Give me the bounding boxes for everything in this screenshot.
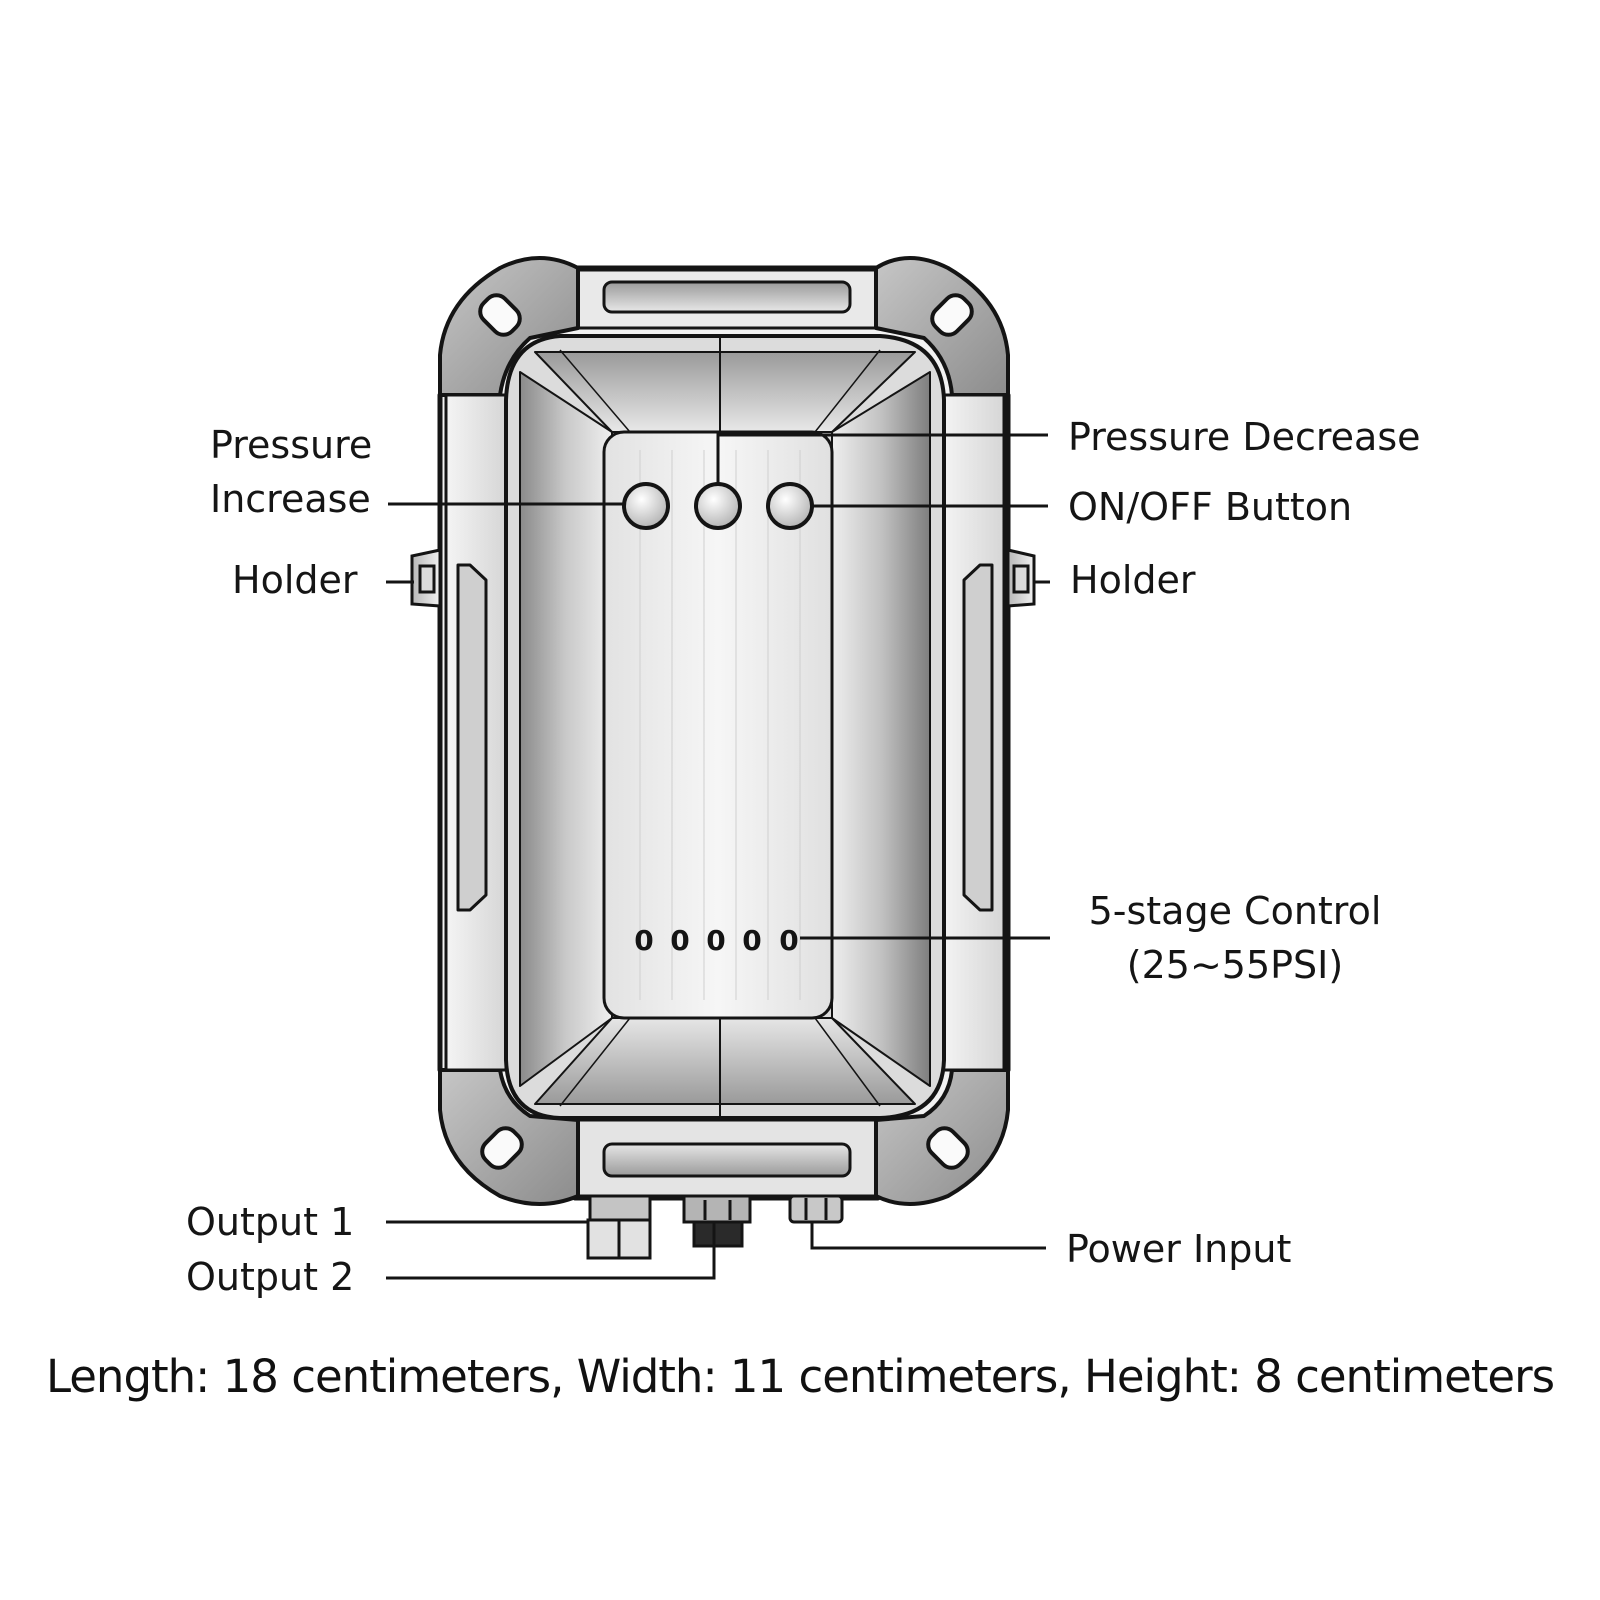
label-pressure-increase-line2: Increase xyxy=(210,477,371,521)
label-pressure-decrease: Pressure Decrease xyxy=(1068,415,1421,459)
corner-slot-br xyxy=(926,1126,970,1170)
bottom-strap-slot xyxy=(602,1142,852,1178)
left-grip xyxy=(456,563,488,912)
output-2-connector xyxy=(682,1194,752,1248)
right-grip xyxy=(962,563,994,912)
housing xyxy=(437,256,1011,1206)
stage-indicator-2: 0 xyxy=(670,924,689,957)
label-stage-control: 5-stage Control (25~55PSI) xyxy=(1070,884,1400,992)
panel-brushed-texture xyxy=(639,450,801,1000)
leader-output-2 xyxy=(386,1222,716,1280)
stage-indicator-row: 0 0 0 0 0 xyxy=(634,924,798,957)
holder-left xyxy=(410,548,442,608)
corner-slot-tr xyxy=(930,293,974,337)
stage-indicator-5: 0 xyxy=(779,924,798,957)
stage-indicator-1: 0 xyxy=(634,924,653,957)
output-1-connector xyxy=(586,1194,652,1260)
label-stage-control-line2: (25~55PSI) xyxy=(1126,943,1344,987)
stage-indicator-4: 0 xyxy=(742,924,761,957)
leader-lines xyxy=(386,433,1050,1280)
pressure-increase-button[interactable] xyxy=(622,482,670,530)
leader-pressure-decrease xyxy=(716,433,1048,484)
on-off-button[interactable] xyxy=(766,482,814,530)
tray-wall-right xyxy=(831,371,931,1087)
label-power-input: Power Input xyxy=(1066,1227,1292,1271)
label-pressure-increase-line1: Pressure xyxy=(210,423,373,467)
pressure-decrease-button[interactable] xyxy=(694,482,742,530)
holder-right xyxy=(1006,548,1036,608)
corner-slot-tl xyxy=(478,293,522,337)
label-pressure-increase: Pressure Increase xyxy=(210,418,372,526)
control-panel xyxy=(602,430,834,1020)
dimensions-caption: Length: 18 centimeters, Width: 11 centim… xyxy=(45,1350,1555,1403)
label-output-2: Output 2 xyxy=(186,1255,355,1299)
label-output-1: Output 1 xyxy=(186,1200,355,1244)
corner-slot-bl xyxy=(480,1126,524,1170)
label-on-off-button: ON/OFF Button xyxy=(1068,485,1353,529)
top-strap-slot xyxy=(602,280,852,314)
label-holder-right: Holder xyxy=(1070,558,1196,602)
stage-indicator-3: 0 xyxy=(706,924,725,957)
label-holder-left: Holder xyxy=(232,558,358,602)
label-stage-control-line1: 5-stage Control xyxy=(1088,889,1382,933)
leader-power-input xyxy=(810,1222,1046,1250)
tray-wall-left xyxy=(519,371,613,1087)
power-input-connector xyxy=(788,1194,844,1224)
